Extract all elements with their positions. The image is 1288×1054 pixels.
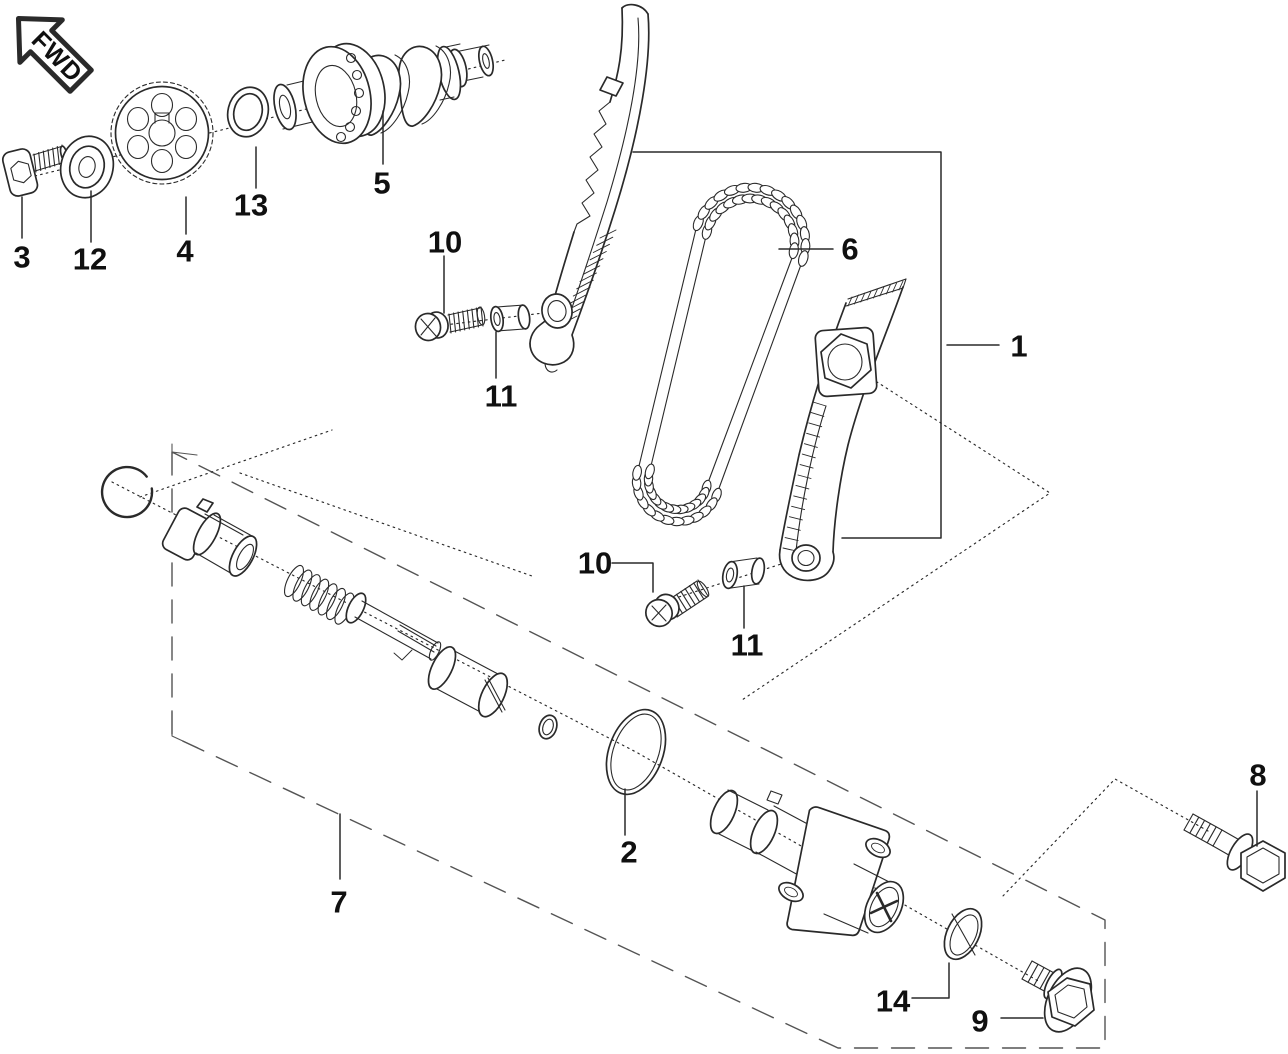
bolt-3 bbox=[1, 144, 69, 197]
callout-10-lower: 10 bbox=[578, 546, 612, 581]
bolt-10-lower bbox=[644, 579, 710, 628]
o-ring-2 bbox=[605, 708, 667, 796]
callout-8: 8 bbox=[1249, 758, 1266, 793]
cam-sprocket-4 bbox=[110, 81, 214, 185]
small-ring bbox=[538, 714, 558, 740]
camshaft-5 bbox=[273, 42, 495, 145]
callout-12: 12 bbox=[73, 242, 107, 277]
group-7-dashed-outline bbox=[171, 443, 1106, 1049]
callout-13: 13 bbox=[234, 188, 268, 223]
callout-leader-lines bbox=[21, 110, 1258, 1019]
callout-2: 2 bbox=[620, 835, 637, 870]
callout-1: 1 bbox=[1010, 329, 1027, 364]
fwd-arrow-badge: FWD bbox=[15, 15, 94, 94]
callout-11-upper: 11 bbox=[485, 379, 518, 414]
bolt-8 bbox=[1183, 813, 1286, 892]
tensioner-arm bbox=[778, 278, 907, 582]
callout-6: 6 bbox=[841, 232, 858, 267]
callout-5: 5 bbox=[373, 166, 390, 201]
bolt-10-upper bbox=[414, 306, 486, 342]
callout-14: 14 bbox=[876, 984, 911, 1019]
group-1-bracket bbox=[632, 151, 942, 539]
ring-13 bbox=[226, 86, 270, 138]
snap-ring bbox=[100, 465, 154, 519]
spacer-11-lower bbox=[721, 557, 766, 590]
tensioner-spring-and-pin bbox=[283, 564, 442, 661]
callout-labels: 3 12 4 13 5 10 11 6 1 10 11 2 7 8 14 9 bbox=[13, 166, 1266, 1039]
tensioner-plunger-body bbox=[161, 498, 258, 577]
spacer-11-upper bbox=[489, 304, 531, 333]
callout-3: 3 bbox=[13, 240, 30, 275]
chain-guide-blade bbox=[529, 3, 650, 373]
callout-10-upper: 10 bbox=[428, 225, 462, 260]
callout-4: 4 bbox=[176, 234, 194, 269]
washer-14 bbox=[943, 907, 983, 961]
washer-12 bbox=[59, 135, 115, 199]
tensioner-cylinder bbox=[427, 646, 509, 718]
callout-7: 7 bbox=[330, 885, 347, 920]
callout-11-lower: 11 bbox=[731, 628, 764, 663]
plug-bolt-9 bbox=[1021, 960, 1095, 1033]
timing-chain-6 bbox=[631, 182, 811, 527]
callout-9: 9 bbox=[971, 1004, 988, 1039]
tensioner-housing bbox=[709, 789, 905, 937]
